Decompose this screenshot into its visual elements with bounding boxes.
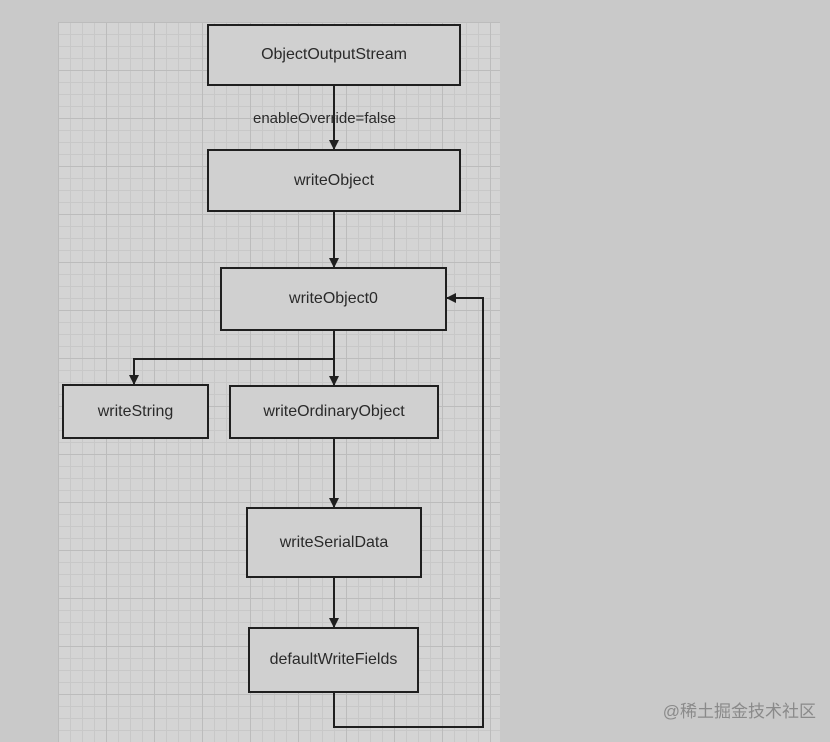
grid-canvas	[58, 22, 500, 742]
arrow-defaultwritefields-loop-to-writeobject0	[333, 293, 484, 728]
node-default-write-fields: defaultWriteFields	[248, 627, 419, 693]
watermark-text: @稀土掘金技术社区	[662, 702, 816, 721]
node-write-object0: writeObject0	[220, 267, 447, 331]
node-write-ordinary-object: writeOrdinaryObject	[229, 385, 439, 439]
arrow-writeobject0-to-writestring	[129, 358, 334, 385]
edge-label-enable-override: enableOverride=false	[253, 110, 397, 127]
node-write-object: writeObject	[207, 149, 461, 212]
node-write-string: writeString	[62, 384, 209, 439]
node-write-serial-data: writeSerialData	[246, 507, 422, 578]
node-object-output-stream: ObjectOutputStream	[207, 24, 461, 86]
